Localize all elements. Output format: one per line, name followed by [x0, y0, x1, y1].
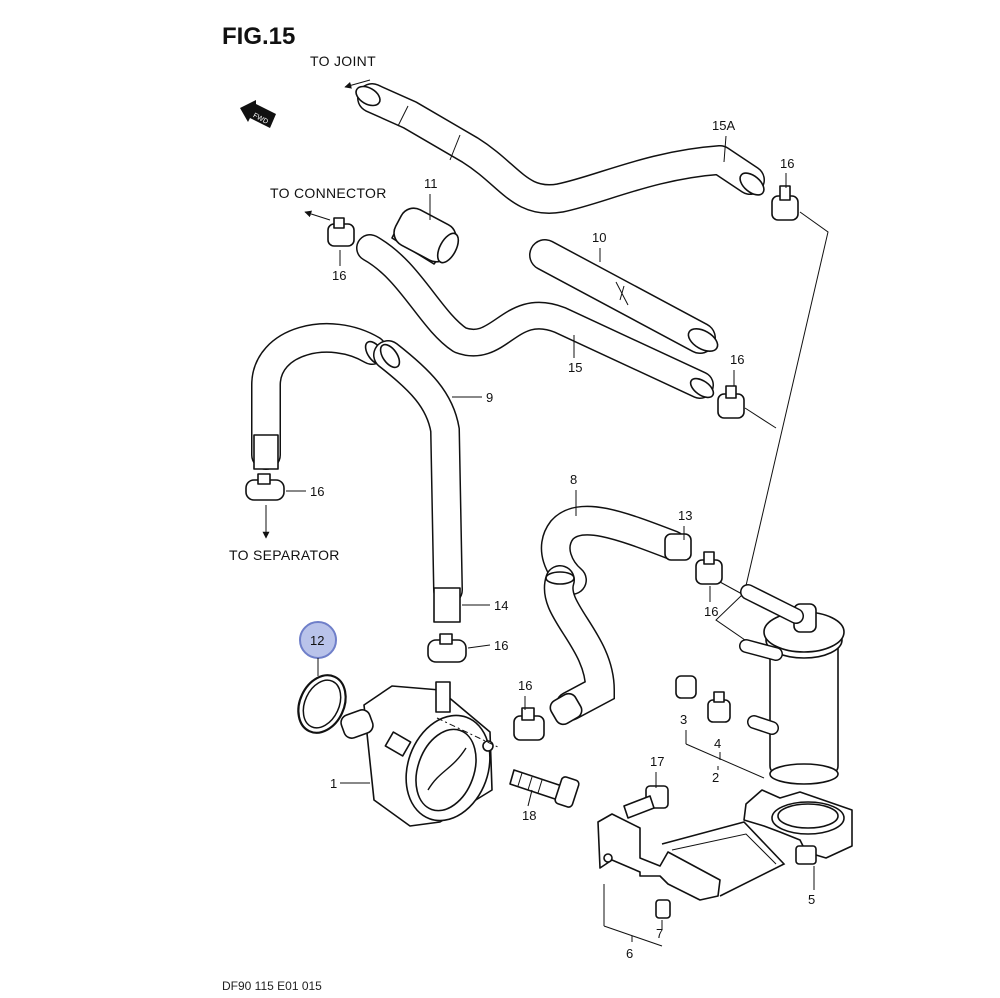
callout-1: 1	[330, 776, 337, 791]
callout-18: 18	[522, 808, 536, 823]
callout-11: 11	[424, 176, 438, 191]
part-1-fuel-pump	[340, 681, 494, 827]
callout-16-e: 16	[494, 638, 508, 653]
part-8-hose	[540, 505, 692, 726]
direction-to-connector: TO CONNECTOR	[270, 185, 387, 201]
part-3-cap	[675, 675, 697, 699]
part-16-clamp-filter	[695, 551, 723, 585]
callout-8: 8	[570, 472, 577, 487]
part-12-o-ring	[297, 674, 347, 734]
callout-16-a: 16	[780, 156, 794, 171]
callout-17: 17	[650, 754, 664, 769]
part-16-clamp-connector	[327, 217, 355, 247]
figure-footer: DF90 115 E01 015	[222, 979, 322, 993]
part-9-hose	[373, 340, 463, 605]
callout-7: 7	[656, 926, 663, 941]
callout-16-g: 16	[518, 678, 532, 693]
callout-15a: 15A	[712, 118, 735, 133]
part-18-bolt	[509, 769, 580, 808]
part-16-clamp-separator	[245, 473, 285, 501]
part-4-clamp	[707, 691, 731, 723]
direction-to-joint: TO JOINT	[310, 53, 376, 69]
part-16-clamp-mid	[717, 385, 745, 419]
part-14-pipe	[433, 587, 461, 623]
callout-13: 13	[678, 508, 692, 523]
callout-6: 6	[626, 946, 633, 961]
part-5-band	[743, 789, 853, 865]
to-joint-arrow-icon	[344, 79, 371, 89]
callout-2: 2	[712, 770, 719, 785]
callout-16-f: 16	[704, 604, 718, 619]
part-11-sleeve	[391, 207, 460, 265]
guide-line-right	[744, 211, 829, 591]
part-6-bracket	[597, 813, 786, 919]
to-connector-arrow-icon	[304, 210, 331, 221]
figure-title: FIG.15	[222, 23, 295, 50]
part-hose-left-bend	[251, 323, 387, 470]
callout-5: 5	[808, 892, 815, 907]
forward-arrow-icon: FWD	[240, 100, 276, 128]
part-15a-hose	[355, 83, 765, 214]
callout-16-c: 16	[730, 352, 744, 367]
part-16-clamp-top	[771, 185, 799, 221]
callout-14: 14	[494, 598, 508, 613]
part-16-clamp-pump	[427, 633, 467, 663]
callout-12: 12	[310, 633, 324, 648]
callout-3: 3	[680, 712, 687, 727]
callout-9: 9	[486, 390, 493, 405]
part-17-bolt	[623, 785, 669, 819]
callout-16-b: 16	[332, 268, 346, 283]
part-fuel-filter	[739, 584, 845, 785]
callout-4: 4	[714, 736, 721, 751]
callout-10: 10	[592, 230, 606, 245]
part-10-sleeve	[529, 239, 719, 354]
direction-to-separator: TO SEPARATOR	[229, 547, 340, 563]
part-15-hose	[356, 234, 715, 399]
callout-16-d: 16	[310, 484, 324, 499]
callout-15: 15	[568, 360, 582, 375]
part-16-clamp-outlet	[513, 707, 545, 741]
